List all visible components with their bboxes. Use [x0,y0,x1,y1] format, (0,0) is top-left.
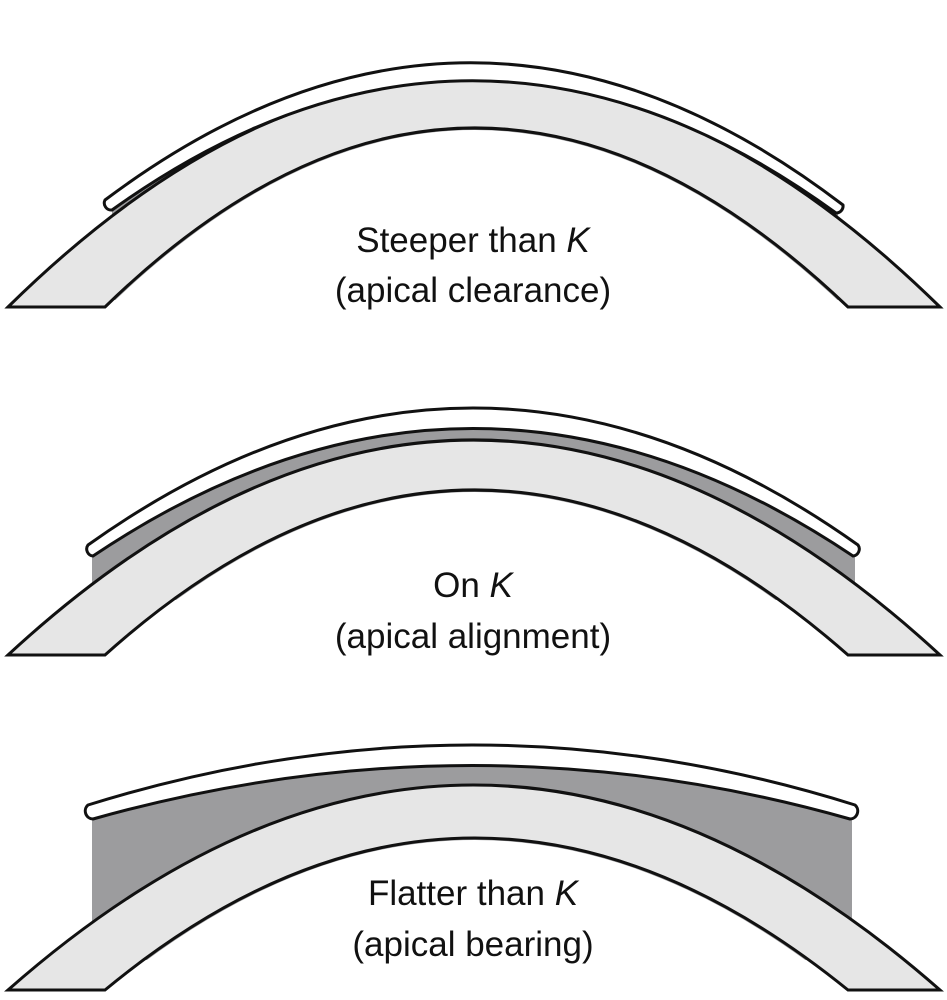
panel-on-k: On K (apical alignment) [4,406,944,657]
contact-lens [102,61,845,215]
panel-subtitle: (apical bearing) [352,925,593,964]
panel-flatter: Flatter than K (apical bearing) [4,743,944,992]
cornea [4,783,944,992]
contact-lens [85,406,861,558]
panel-subtitle: (apical alignment) [335,617,611,656]
panel-title: Steeper than K [356,221,591,260]
panel-steeper: Steeper than K (apical clearance) [4,61,944,310]
cornea [4,438,944,657]
panel-title: Flatter than K [368,874,580,913]
contact-lens [83,743,860,821]
cornea-interior [106,492,847,657]
cornea-interior [106,840,847,992]
panel-subtitle: (apical clearance) [335,271,611,310]
panel-title: On K [433,566,514,605]
cornea-interior [106,130,847,309]
